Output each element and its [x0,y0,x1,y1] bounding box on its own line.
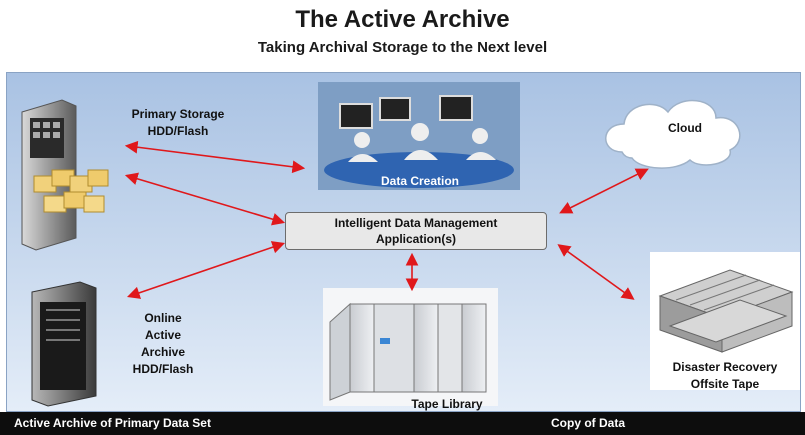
disaster-recovery-line-1: Disaster Recovery [672,360,778,374]
online-archive-line-3: Archive [140,345,186,359]
arrow-center-to-cloud [559,168,649,214]
tape-library-icon [323,288,498,406]
center-line-1: Intelligent Data Management [334,216,498,230]
footer-left-label: Active Archive of Primary Data Set [14,416,211,430]
connection-arrows [124,140,649,300]
primary-storage-line-1: Primary Storage [131,107,225,121]
arrow-primary-to-creation [124,140,306,174]
footer-bar: Active Archive of Primary Data Set Copy … [0,412,805,435]
primary-storage-label: Primary Storage HDD/Flash [118,106,238,140]
offsite-tape-boxes-icon [650,252,800,390]
online-archive-line-1: Online [144,311,182,325]
diagram-title: The Active Archive [295,6,510,33]
cloud-label: Cloud [668,121,702,135]
footer-right-label: Copy of Data [551,416,626,430]
diagram-subtitle: Taking Archival Storage to the Next leve… [257,39,548,56]
online-archive-rack-icon [31,281,97,407]
online-archive-line-4: HDD/Flash [132,362,194,376]
online-archive-line-2: Active [144,328,182,342]
arrow-primary-to-center [124,172,286,226]
disaster-recovery-line-2: Offsite Tape [690,377,760,391]
primary-storage-line-2: HDD/Flash [147,124,209,138]
tape-library-label: Tape Library [411,397,483,411]
cloud-icon [605,99,741,169]
arrow-center-to-online [126,241,286,299]
folders-icon [33,169,109,213]
center-line-2: Application(s) [376,232,456,246]
intelligent-data-management-box: Intelligent Data Management Application(… [285,212,547,250]
data-creation-label: Data Creation [380,174,460,188]
data-creation-scene-icon [318,82,520,190]
arrow-center-to-dr [557,244,635,300]
primary-storage-rack-icon [21,99,77,251]
disaster-recovery-label: Disaster Recovery Offsite Tape [650,359,800,393]
online-archive-label: Online Active Archive HDD/Flash [118,310,208,378]
